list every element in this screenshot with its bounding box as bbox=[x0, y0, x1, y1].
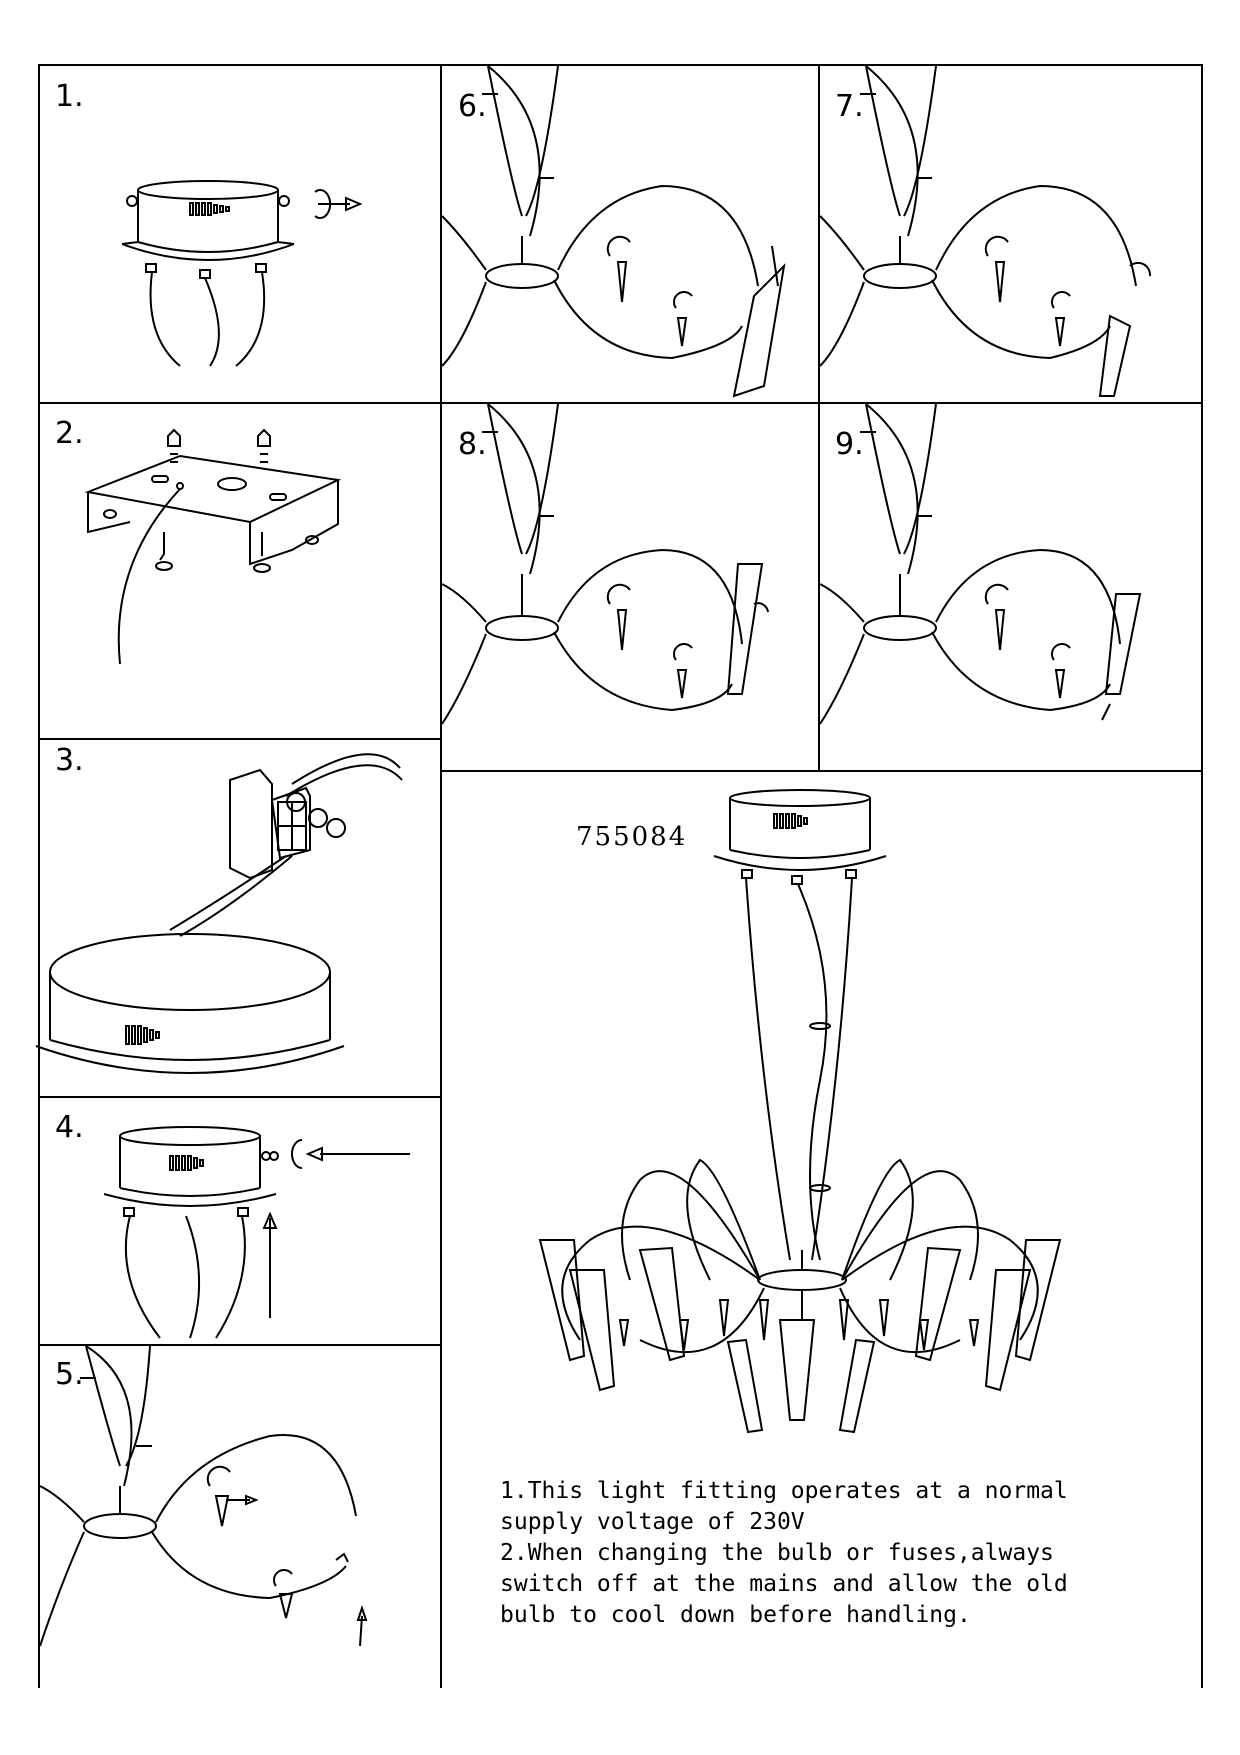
column-divider bbox=[440, 64, 442, 1688]
left-row-divider-4 bbox=[38, 1344, 442, 1346]
step-2-number: 2. bbox=[55, 416, 84, 451]
step-3-illustration bbox=[40, 740, 440, 1096]
step-6-illustration bbox=[442, 66, 818, 402]
note-line: supply voltage of 230V bbox=[500, 1509, 805, 1535]
step-8-number: 8. bbox=[458, 427, 487, 462]
note-line: switch off at the mains and allow the ol… bbox=[500, 1571, 1068, 1597]
note-line: bulb to cool down before handling. bbox=[500, 1602, 971, 1628]
step-8-illustration bbox=[442, 404, 818, 770]
right-row-divider-2 bbox=[440, 770, 1203, 772]
chandelier-illustration bbox=[520, 780, 1080, 1440]
model-number: 755084 bbox=[576, 822, 688, 852]
safety-notes: 1.This light fitting operates at a norma… bbox=[500, 1476, 1100, 1631]
step7-divider bbox=[818, 64, 820, 402]
step-5-illustration bbox=[40, 1346, 440, 1688]
left-row-divider-3 bbox=[38, 1096, 442, 1098]
step-5-number: 5. bbox=[55, 1357, 84, 1392]
left-row-divider-1 bbox=[38, 402, 442, 404]
step-7-illustration bbox=[820, 66, 1201, 402]
step-3-number: 3. bbox=[55, 743, 84, 778]
left-row-divider-2 bbox=[38, 738, 442, 740]
step-7-number: 7. bbox=[835, 89, 864, 124]
step-1-illustration bbox=[40, 66, 440, 402]
step-4-number: 4. bbox=[55, 1110, 84, 1145]
step-6-number: 6. bbox=[458, 89, 487, 124]
frame-left-border bbox=[38, 64, 40, 1688]
right-row-divider-1 bbox=[440, 402, 1203, 404]
note-line: 2.When changing the bulb or fuses,always bbox=[500, 1540, 1054, 1566]
step-4-illustration bbox=[40, 1098, 440, 1344]
step9-divider bbox=[818, 402, 820, 770]
step-9-illustration bbox=[820, 404, 1201, 770]
step-2-illustration bbox=[40, 404, 440, 738]
note-line: 1.This light fitting operates at a norma… bbox=[500, 1478, 1068, 1504]
frame-right-border bbox=[1201, 64, 1203, 1688]
step-1-number: 1. bbox=[55, 79, 84, 114]
step-9-number: 9. bbox=[835, 427, 864, 462]
frame-top-border bbox=[38, 64, 1203, 66]
